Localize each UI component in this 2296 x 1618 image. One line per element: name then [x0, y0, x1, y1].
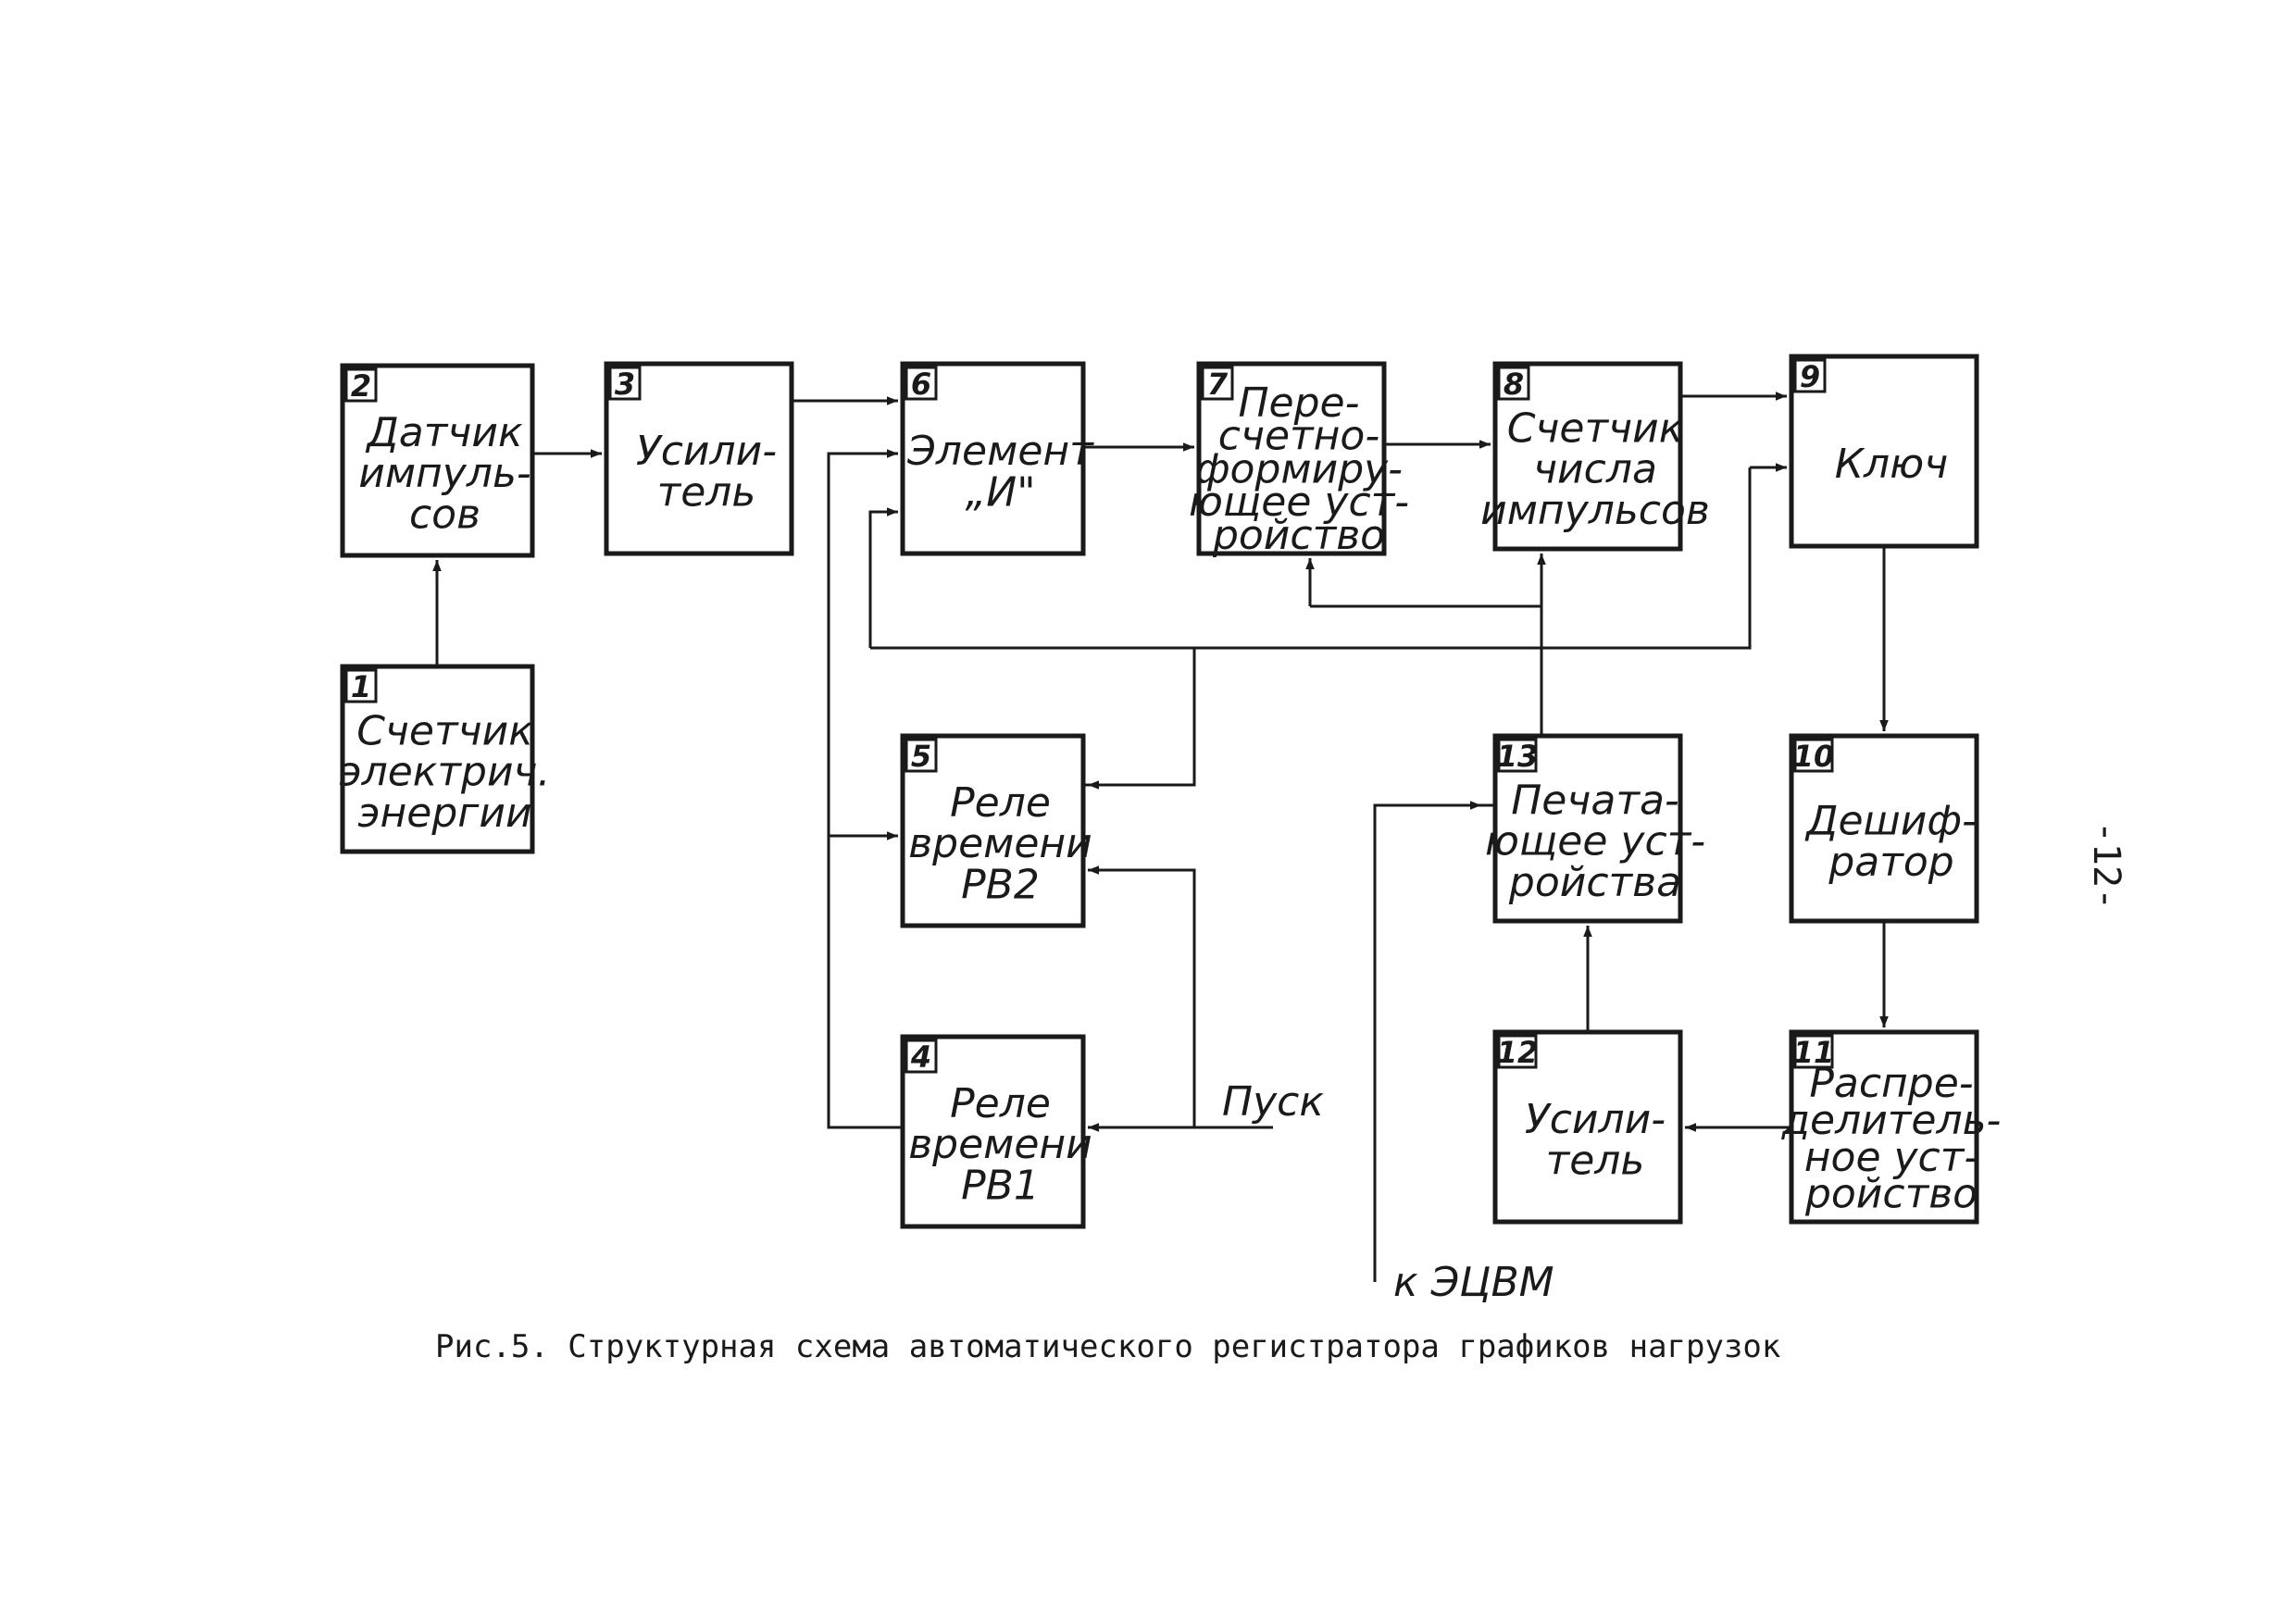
block-label-line: числа: [1533, 446, 1657, 493]
block-label-line: ющее уст-: [1189, 479, 1409, 526]
block-number: 3: [615, 367, 635, 402]
wire-13-to-computer: [1373, 803, 1495, 1282]
block-label-line: импульсов: [1480, 487, 1710, 534]
block-label-line: тель: [1546, 1137, 1645, 1184]
computer-label: к ЭЦВМ: [1393, 1259, 1554, 1306]
block-label-line: ющее уст-: [1485, 818, 1705, 865]
block-number-box: [905, 738, 938, 773]
block-number: 5: [911, 739, 931, 774]
block-label-line: ройства: [1508, 859, 1681, 906]
block-label-line: ное уст-: [1804, 1134, 1978, 1181]
figure-caption: Рис.5. Структурная схема автоматического…: [435, 1328, 1781, 1365]
block-label-line: Датчик: [365, 409, 523, 456]
block-label-line: РВ2: [961, 861, 1040, 908]
block-label-line: времени: [908, 820, 1092, 867]
blocks-layer: 1Счетчикэлектрич.энергии2Датчикимпуль-со…: [339, 354, 2002, 1229]
block-number: 9: [1800, 359, 1820, 394]
block-number-box: [344, 668, 378, 703]
block-number-box: [344, 367, 378, 403]
page-number: -12-: [2085, 820, 2128, 911]
block-number-box: [1793, 358, 1827, 393]
block-number: 13: [1497, 739, 1539, 774]
block-number-box: [1793, 738, 1834, 773]
block-number: 4: [910, 1039, 931, 1075]
block-number-box: [1497, 1034, 1538, 1069]
block-label-line: Ключ: [1835, 441, 1948, 488]
wire-top-bus: [870, 467, 1752, 650]
block-label-line: РВ1: [961, 1162, 1040, 1209]
block-number: 2: [351, 368, 371, 404]
connection-lines: [432, 392, 1889, 1282]
block-number-box: [1793, 1034, 1834, 1069]
block-label-line: ройство: [1212, 512, 1385, 559]
block-label-line: Пере-: [1238, 380, 1359, 427]
block-number: 10: [1793, 739, 1835, 774]
block-number: 1: [351, 669, 371, 704]
block-7: 7 Пере-счетно-формиру-ющее уст-ройство: [1189, 361, 1409, 559]
block-label-line: формиру-: [1195, 445, 1403, 492]
wire-5-feedback: [1083, 648, 1196, 787]
block-label-line: „И": [966, 468, 1036, 516]
start-label: Пуск: [1222, 1078, 1324, 1126]
wire-start-bus: [1088, 865, 1273, 1129]
block-label-line: импуль-: [358, 450, 531, 497]
block-number-box: [1497, 366, 1530, 401]
block-label-line: времени: [908, 1121, 1092, 1168]
block-number: 8: [1504, 367, 1524, 402]
block-label-line: Дешиф-: [1804, 798, 1977, 845]
block-number-box: [905, 366, 938, 401]
wire-4-loop: [827, 449, 903, 1129]
block-label-line: делитель-: [1781, 1097, 2002, 1144]
block-number-box: [1201, 366, 1234, 401]
block-number: 7: [1207, 367, 1229, 402]
block-number-box: [608, 366, 642, 401]
block-label-line: электрич.: [339, 749, 550, 796]
block-label-line: Реле: [950, 779, 1051, 827]
block-label-line: сов: [409, 491, 480, 538]
block-label-line: ратор: [1828, 839, 1953, 886]
block-label-line: тель: [657, 468, 756, 516]
block-label-line: Печата-: [1511, 778, 1679, 825]
block-label-line: Усили-: [636, 428, 777, 475]
block-label-line: Счетчик: [1507, 405, 1684, 453]
block-label-line: Усили-: [1525, 1096, 1666, 1143]
free-labels: Пуск к ЭЦВМ: [1222, 1078, 1554, 1306]
block-label-line: счетно-: [1218, 413, 1379, 460]
block-number: 12: [1497, 1035, 1539, 1070]
block-label-line: энергии: [357, 790, 531, 837]
block-label-line: Счетчик: [356, 708, 533, 755]
block-label-line: ройство: [1804, 1171, 1978, 1218]
block-number: 6: [911, 367, 931, 402]
block-number-box: [905, 1039, 938, 1074]
block-number: 11: [1793, 1035, 1835, 1070]
block-number-box: [1497, 738, 1538, 773]
block-label-line: Элемент: [906, 428, 1094, 475]
block-label-line: Распре-: [1809, 1060, 1973, 1107]
wire-bus-to-6: [868, 507, 898, 648]
block-label-line: Реле: [950, 1080, 1051, 1127]
